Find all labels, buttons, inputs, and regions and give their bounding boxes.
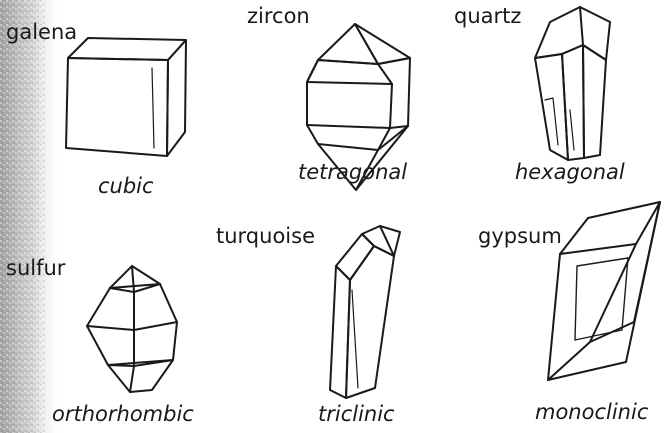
- mineral-label-galena: galena: [6, 22, 77, 43]
- triclinic-crystal-drawing: [330, 226, 400, 398]
- cubic-crystal-drawing: [66, 38, 186, 156]
- monoclinic-crystal-drawing: [548, 202, 660, 380]
- mineral-label-gypsum: gypsum: [478, 226, 562, 247]
- system-label-orthorhombic: orthorhombic: [52, 404, 194, 425]
- system-label-cubic: cubic: [98, 176, 154, 197]
- hexagonal-crystal-drawing: [535, 7, 610, 160]
- system-label-tetragonal: tetragonal: [298, 162, 407, 183]
- system-label-hexagonal: hexagonal: [515, 162, 625, 183]
- system-label-monoclinic: monoclinic: [535, 402, 648, 423]
- mineral-label-quartz: quartz: [454, 6, 521, 27]
- mineral-label-turquoise: turquoise: [216, 226, 315, 247]
- system-label-triclinic: triclinic: [318, 404, 395, 425]
- mineral-label-sulfur: sulfur: [6, 258, 65, 279]
- mineral-label-zircon: zircon: [247, 6, 310, 27]
- orthorhombic-crystal-drawing: [87, 266, 177, 392]
